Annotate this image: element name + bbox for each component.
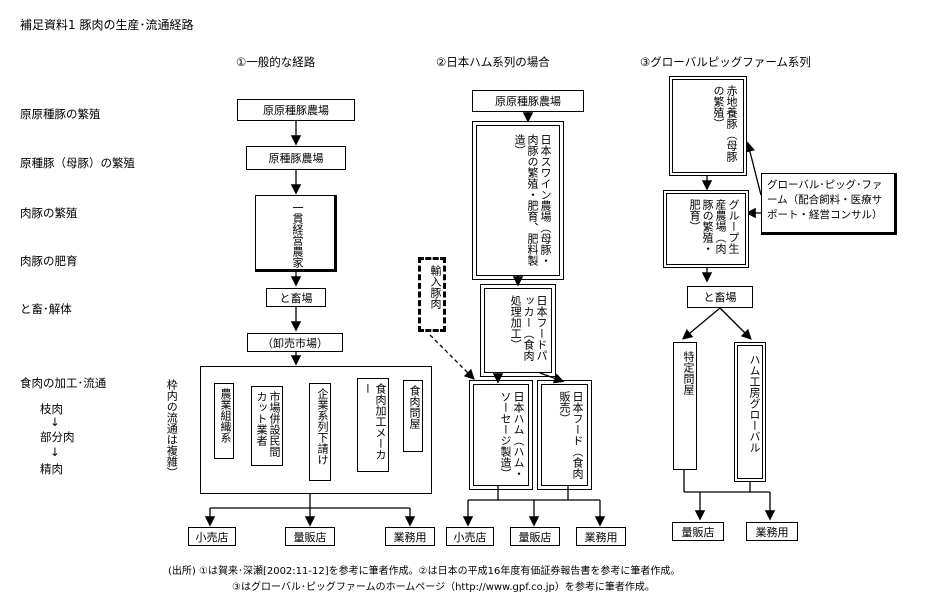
import-arrow <box>429 334 475 380</box>
integrated-farm-node: 一貫経営農家 <box>255 195 337 272</box>
nh-food-service-node: 業務用 <box>576 527 626 546</box>
row-label-fattening: 肉豚の肥育 <box>20 254 78 268</box>
nh-breeding-farm-node: 原原種豚農場 <box>472 90 584 112</box>
akaji-swine-node: 赤地養豚（母豚の繁殖） <box>669 76 747 176</box>
nippon-food-sales-node: 日本フード（食肉販売） <box>537 380 592 490</box>
row-label-arrow: ↓ <box>50 415 60 429</box>
ham-kobo-global-node: ハム工房グローバル <box>734 342 766 482</box>
nh-retail-store-node: 小売店 <box>446 527 494 546</box>
column-header-gpf: ③グローバルピッグファーム系列 <box>640 55 811 69</box>
row-label-cut-meat: 部分肉 <box>40 430 75 444</box>
row-label-grandparent: 原種豚（母豚）の繁殖 <box>20 156 135 170</box>
specific-wholesaler-node: 特定問屋 <box>673 342 697 470</box>
wholesale-market-node: （卸売市場） <box>247 333 343 352</box>
flow-arrow <box>682 307 721 340</box>
distribution-frame <box>200 366 432 494</box>
complex-distribution-note: 枠内の流通は複雑） <box>165 379 179 478</box>
nippon-food-packer-node: 日本フードパッカー（食肉処理加工） <box>480 284 556 377</box>
gpf-slaughterhouse-node: と畜場 <box>687 286 753 308</box>
slaughterhouse-node: と畜場 <box>266 288 326 307</box>
grandparent-farm-node: 原種豚農場 <box>246 146 346 170</box>
row-label-carcass: 枝肉 <box>40 402 63 416</box>
group-farm-node: グループ生産農場（肉豚の繁殖・肥育） <box>663 190 749 268</box>
source-note-line1: (出所) ①は賀来･深瀬[2002:11-12]を参考に筆者作成。②は日本の平成… <box>168 566 681 577</box>
flow-arrow <box>539 372 565 384</box>
flow-arrow <box>719 307 752 340</box>
agricultural-org-node: 農業組織系 <box>214 383 234 459</box>
figure-title: 補足資料1 豚肉の生産･流通経路 <box>20 18 194 32</box>
nh-mass-retailer-node: 量販店 <box>510 527 560 546</box>
mass-retailer-node: 量販店 <box>285 527 335 546</box>
gpf-support-node: グローバル･ピッグ･ファーム（配合飼料・医療サポート・経営コンサル） <box>761 173 897 235</box>
column-header-nipponham: ②日本ハム系列の場合 <box>436 55 550 69</box>
nippon-ham-node: 日本ハム（ハム・ソーセージ製造） <box>469 380 533 490</box>
imported-pork-node: 輸入豚肉 <box>418 257 446 332</box>
support-arrow <box>744 141 762 196</box>
row-label-processing: 食肉の加工･流通 <box>20 376 107 390</box>
retail-store-node: 小売店 <box>188 527 236 546</box>
column-header-general: ①一般的な経路 <box>236 55 316 69</box>
meat-wholesaler-node: 食肉問屋 <box>403 380 423 452</box>
affiliate-subcontractor-node: 企業系列下請け <box>309 383 331 481</box>
row-label-breeding: 肉豚の繁殖 <box>20 206 78 220</box>
integrated-farm-label: 一貫経営農家 <box>291 202 304 268</box>
row-label-slaughter: と畜･解体 <box>20 302 72 316</box>
row-label-arrow: ↓ <box>50 445 60 459</box>
breeding-farm-node: 原原種豚農場 <box>237 99 355 121</box>
nippon-swine-node: 日本スワイン農場（母豚・肉豚の繁殖・肥育、肥料製造） <box>472 121 564 280</box>
source-note-line2: ③はグローバル･ピッグファームのホームページ（http://www.gpf.co… <box>232 582 655 593</box>
meat-processor-node: 食肉加工メーカー <box>357 378 389 472</box>
market-cutter-node: 市場併設民間カット業者 <box>251 386 283 466</box>
gpf-food-service-node: 業務用 <box>746 522 798 541</box>
row-label-great-grandparent: 原原種豚の繁殖 <box>20 107 101 121</box>
gpf-mass-retailer-node: 量販店 <box>672 522 724 541</box>
row-label-retail-meat: 精肉 <box>40 462 63 476</box>
food-service-node: 業務用 <box>385 527 435 546</box>
